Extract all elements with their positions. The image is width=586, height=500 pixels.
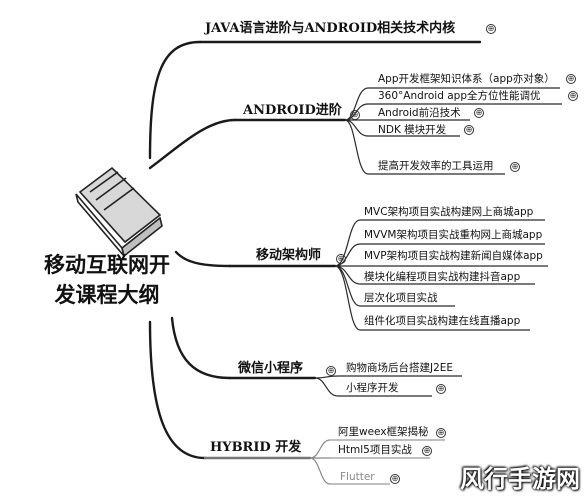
expand-icon[interactable]: ⊕ (436, 384, 446, 394)
leaf-wechat-miniprogram[interactable]: 小程序开发 (346, 382, 399, 394)
expand-icon[interactable]: ⊕ (336, 254, 346, 264)
leaf-lines-hybrid (330, 439, 445, 485)
leaf-architect-component[interactable]: 组件化项目实战构建在线直播app (364, 315, 521, 327)
branch-java[interactable]: JAVA语言进阶与ANDROID相关技术内核 (205, 21, 456, 36)
expand-icon[interactable]: ⊕ (422, 446, 432, 456)
expand-icon[interactable]: ⊕ (326, 366, 336, 376)
watermark: 风行手游网 (460, 465, 580, 493)
connector-hybrid (148, 320, 207, 460)
expand-icon[interactable]: ⊕ (390, 474, 400, 484)
branch-android[interactable]: ANDROID进阶 (243, 103, 342, 118)
leaf-architect-modular[interactable]: 模块化编程项目实战构建抖音app (364, 271, 521, 283)
root-title: 移动互联网开 发课程大纲 (32, 250, 182, 310)
root-title-line1: 移动互联网开 (44, 253, 170, 277)
bracket-hybrid (309, 439, 331, 485)
connector-java (148, 40, 202, 160)
connector-architect (174, 250, 232, 268)
leaf-android-tools[interactable]: 提高开发效率的工具运用 (378, 160, 494, 172)
leaf-architect-mvvm[interactable]: MVVM架构项目实战重构网上商城app (364, 229, 543, 241)
leaf-android-ndk[interactable]: NDK 模块开发 (378, 124, 447, 136)
bracket-android (344, 87, 369, 175)
expand-icon[interactable]: ⊕ (464, 125, 474, 135)
root-title-line2: 发课程大纲 (54, 283, 160, 307)
leaf-android-performance[interactable]: 360°Android app全方位性能调优 (378, 90, 541, 102)
expand-icon[interactable]: ⊕ (350, 110, 360, 120)
leaf-architect-layered[interactable]: 层次化项目实战 (364, 292, 438, 304)
expand-icon[interactable]: ⊕ (436, 428, 446, 438)
expand-icon[interactable]: ⊕ (568, 91, 578, 101)
expand-icon[interactable]: ⊕ (510, 162, 520, 172)
expand-icon[interactable]: ⊕ (474, 108, 484, 118)
leaf-wechat-backend[interactable]: 购物商场后台搭建J2EE (346, 362, 454, 374)
branch-architect[interactable]: 移动架构师 (256, 248, 322, 263)
leaf-hybrid-weex[interactable]: 阿里weex框架揭秘 (338, 426, 429, 438)
leaf-hybrid-html5[interactable]: Html5项目实战 (338, 444, 412, 456)
branch-wechat[interactable]: 微信小程序 (238, 361, 304, 376)
leaf-lines-wechat (338, 375, 462, 397)
leaf-architect-mvc[interactable]: MVC架构项目实战构建网上商城app (364, 206, 534, 218)
leaf-architect-mvp[interactable]: MVP架构项目实战构建新闻自媒体app (364, 250, 543, 262)
expand-icon[interactable]: ⊕ (486, 24, 496, 34)
leaf-lines-android (368, 87, 562, 175)
leaf-android-frontier[interactable]: Android前沿技术 (378, 107, 461, 119)
branch-hybrid[interactable]: HYBRID 开发 (210, 440, 302, 455)
bracket-architect (334, 219, 361, 331)
connector-android (148, 118, 237, 170)
expand-icon[interactable]: ⊕ (566, 74, 576, 84)
leaf-hybrid-flutter[interactable]: Flutter (340, 471, 375, 483)
leaf-lines-architect (360, 219, 548, 331)
bracket-wechat (314, 375, 339, 397)
connector-wechat (170, 316, 232, 380)
book-icon (75, 166, 163, 258)
leaf-android-framework[interactable]: App开发框架知识体系（app亦对象） (378, 73, 555, 85)
